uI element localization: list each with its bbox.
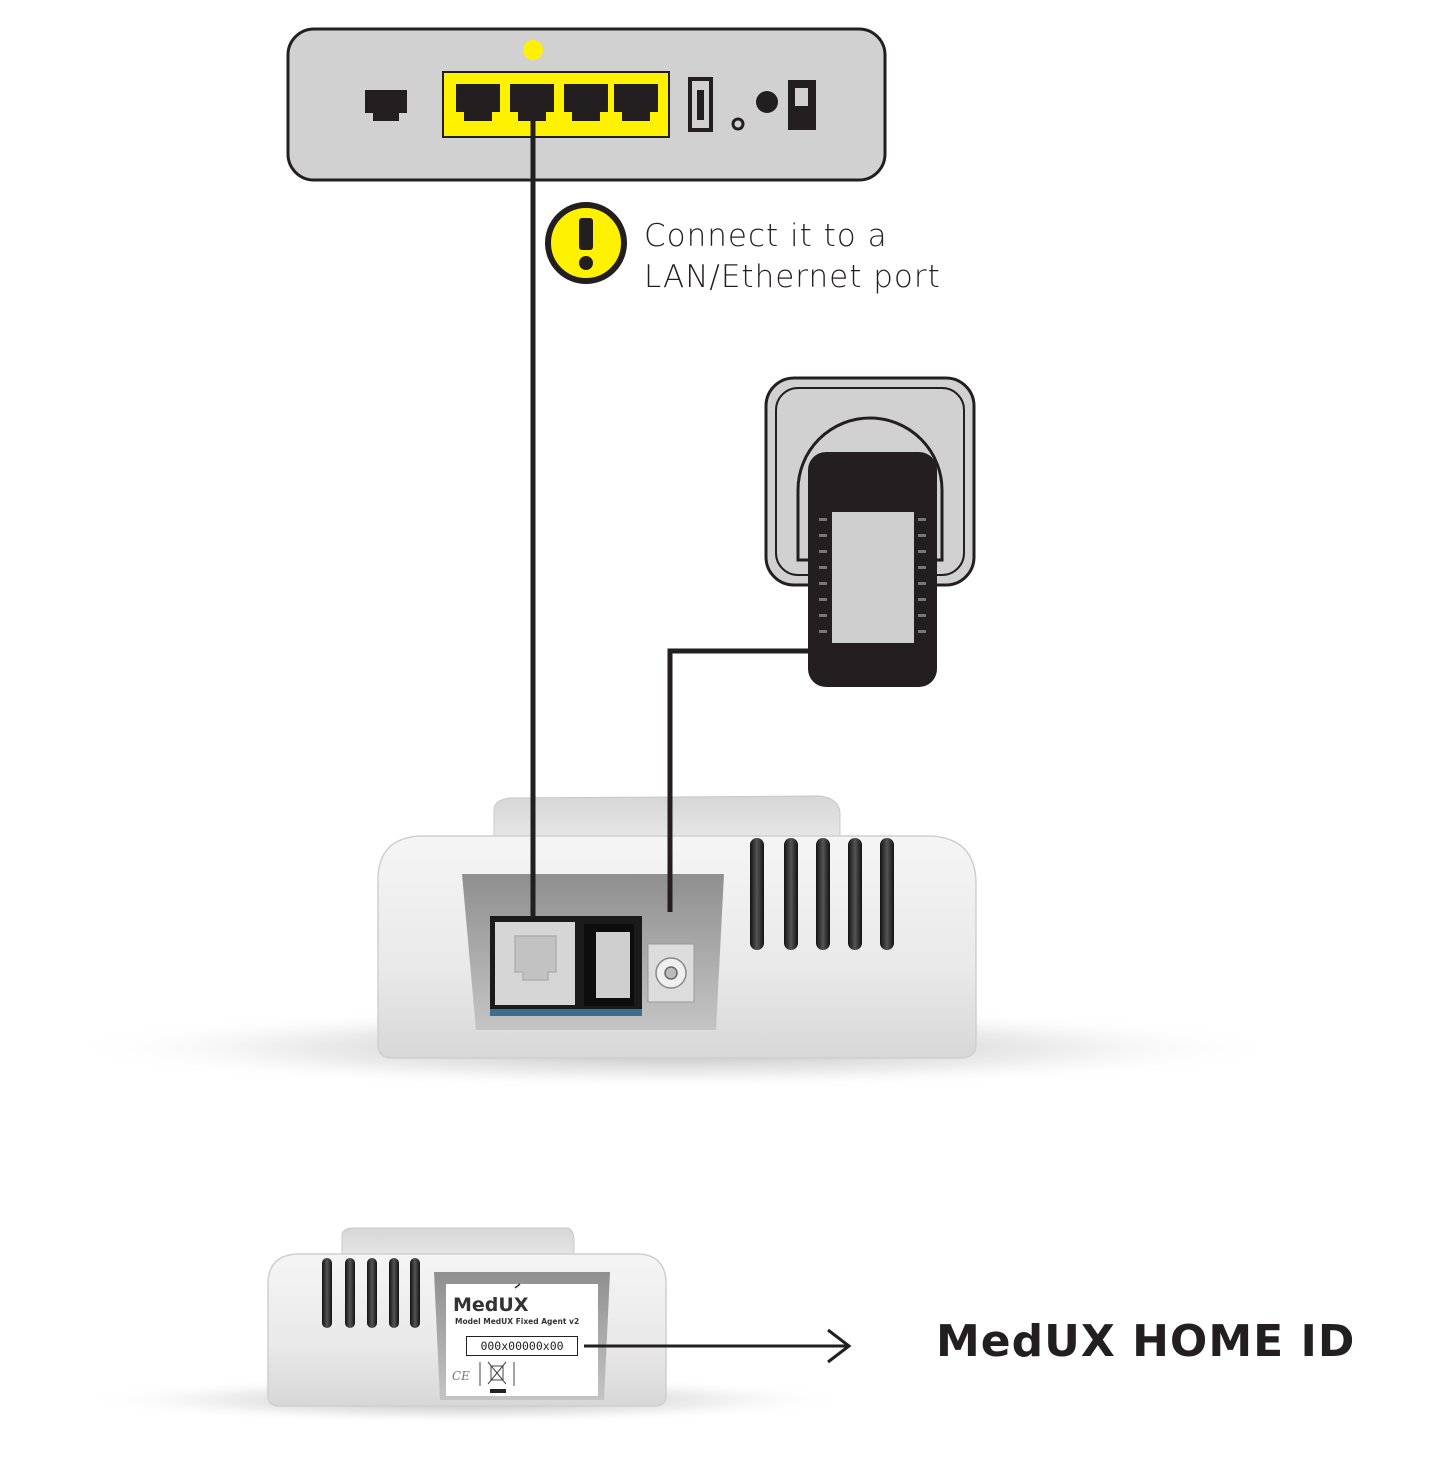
power-adapter: [808, 452, 937, 687]
router-power-button: [756, 91, 778, 113]
router: [286, 27, 887, 182]
weee-bin-icon: [487, 1361, 507, 1385]
device-ethernet-port[interactable]: [495, 922, 575, 1005]
label-serial-number: 000x00000x00: [466, 1336, 578, 1356]
label-side-vents: [322, 1258, 420, 1328]
router-wan-port: [365, 90, 407, 121]
svg-text:CE: CE: [452, 1369, 470, 1383]
device-usb-port: [584, 924, 634, 1006]
ce-mark-icon: CE: [452, 1369, 470, 1383]
power-cable: [667, 648, 808, 912]
label-brand: MedUX: [453, 1294, 529, 1316]
device-vents: [750, 838, 894, 950]
router-lan-ports[interactable]: [442, 71, 670, 138]
router-usb-port: [688, 77, 713, 132]
router-power-jack: [788, 80, 816, 130]
label-model: Model MedUX Fixed Agent v2: [455, 1317, 580, 1326]
instruction-line-2: LAN/Ethernet port: [644, 259, 941, 295]
device-top-ridge: [493, 795, 841, 843]
lan-status-led: [523, 40, 543, 60]
exclamation-warning-icon: [545, 202, 627, 284]
home-id-caption: MedUX HOME ID: [936, 1316, 1356, 1367]
router-reset-hole: [731, 117, 745, 131]
medux-device-rear: [377, 795, 977, 1059]
device-power-jack[interactable]: [647, 943, 695, 1003]
home-id-arrow: [584, 1328, 852, 1364]
instruction-line-1: Connect it to a: [644, 218, 888, 254]
lan-port-instruction: Connect it to a LAN/Ethernet port: [644, 216, 941, 298]
brand-accent-mark: [514, 1283, 521, 1289]
